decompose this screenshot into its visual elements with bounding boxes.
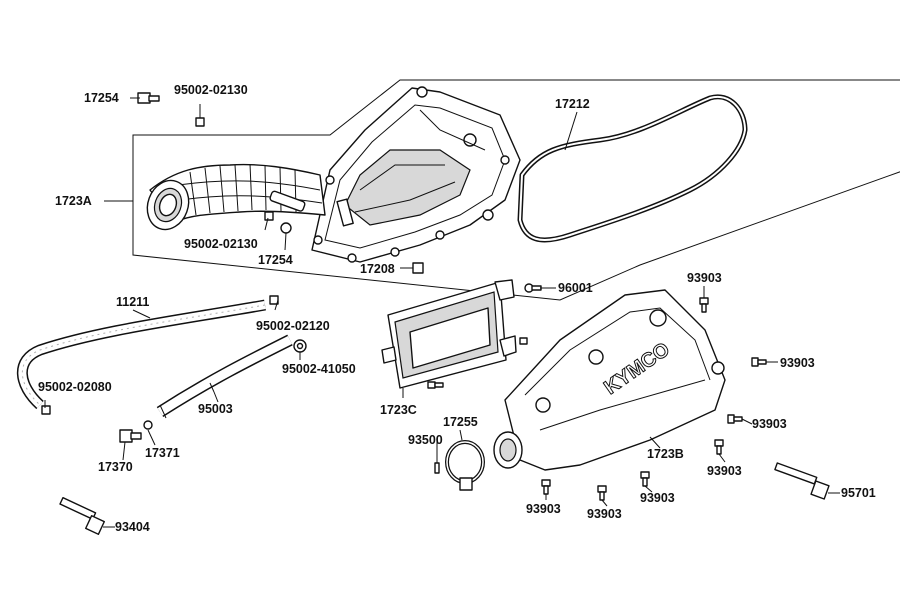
breather-hose [16, 299, 266, 410]
callout-93903-g: 93903 [526, 502, 561, 516]
callout-96001: 96001 [558, 281, 593, 295]
callout-93903-f: 93903 [587, 507, 622, 521]
fasteners [41, 92, 830, 536]
callout-95002-02130-mid: 95002-02130 [184, 237, 258, 251]
callout-labels: 17254 95002-02130 17212 1723A 95002-0213… [38, 83, 876, 534]
air-box-cover: KYMCO [493, 289, 726, 471]
callout-93500: 93500 [408, 433, 443, 447]
callout-95002-02080: 95002-02080 [38, 380, 112, 394]
callout-1723c: 1723C [380, 403, 417, 417]
callout-93404: 93404 [115, 520, 150, 534]
callout-93903-e: 93903 [640, 491, 675, 505]
gasket-seal [517, 94, 748, 243]
callout-95002-02120: 95002-02120 [256, 319, 330, 333]
filter-element [381, 279, 517, 389]
callout-95002-02130-top: 95002-02130 [174, 83, 248, 97]
hose-clamp [445, 440, 485, 491]
callout-17212: 17212 [555, 97, 590, 111]
callout-17255: 17255 [443, 415, 478, 429]
callout-95701: 95701 [841, 486, 876, 500]
callout-95002-41050: 95002-41050 [282, 362, 356, 376]
drain-tube [156, 334, 293, 419]
callout-17254-mid: 17254 [258, 253, 293, 267]
callout-1723b: 1723B [647, 447, 684, 461]
callout-95003: 95003 [198, 402, 233, 416]
callout-93903-d: 93903 [707, 464, 742, 478]
intake-duct [146, 163, 326, 231]
callout-11211: 11211 [116, 295, 149, 309]
callout-17370: 17370 [98, 460, 133, 474]
callout-1723a: 1723A [55, 194, 92, 208]
callout-93903-a: 93903 [687, 271, 722, 285]
leader-lines [44, 97, 840, 528]
callout-93903-b: 93903 [780, 356, 815, 370]
callout-93903-c: 93903 [752, 417, 787, 431]
callout-17208: 17208 [360, 262, 395, 276]
callout-17254-top: 17254 [84, 91, 119, 105]
air-box-case [311, 86, 521, 263]
assembly-frame [132, 79, 900, 301]
callout-17371: 17371 [145, 446, 180, 460]
